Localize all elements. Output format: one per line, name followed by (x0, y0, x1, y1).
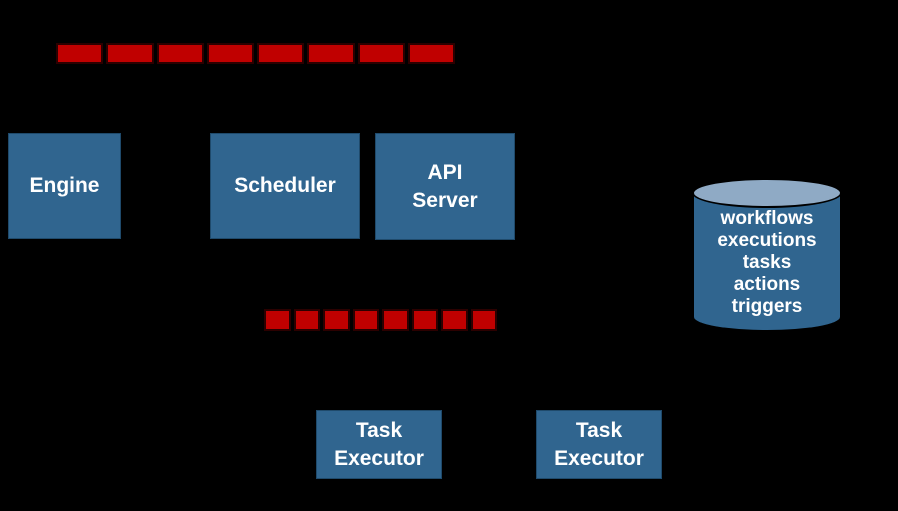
scheduler-box: Scheduler (210, 133, 360, 239)
database-item-label: workflows (720, 208, 814, 229)
bottom-message-queue (264, 309, 497, 331)
queue-segment (56, 43, 104, 64)
database-item-label: actions (733, 274, 801, 295)
queue-segment (106, 43, 154, 64)
queue-segment (156, 43, 204, 64)
task-executor-1-box: Task Executor (316, 410, 442, 479)
engine-label: Engine (29, 174, 100, 198)
api-server-label: API Server (412, 161, 478, 212)
top-message-queue (56, 43, 455, 64)
database-item-label: triggers (731, 296, 803, 317)
queue-segment (206, 43, 254, 64)
database-cylinder-top-ellipse (692, 178, 842, 208)
queue-segment (407, 43, 455, 64)
scheduler-label: Scheduler (234, 174, 336, 198)
database-cylinder-body (692, 193, 842, 332)
queue-segment (323, 309, 350, 331)
task-executor-1-label: Task Executor (334, 419, 424, 470)
queue-segment (470, 309, 497, 331)
queue-segment (264, 309, 291, 331)
api-server-box: API Server (375, 133, 515, 240)
task-executor-2-label: Task Executor (554, 419, 644, 470)
engine-box: Engine (8, 133, 121, 239)
queue-segment (382, 309, 409, 331)
database-item-label: tasks (742, 252, 792, 273)
task-executor-2-box: Task Executor (536, 410, 662, 479)
queue-segment (293, 309, 320, 331)
queue-segment (352, 309, 379, 331)
queue-segment (441, 309, 468, 331)
queue-segment (257, 43, 305, 64)
queue-segment (307, 43, 355, 64)
queue-segment (411, 309, 438, 331)
queue-segment (357, 43, 405, 64)
database-item-label: executions (717, 230, 817, 251)
